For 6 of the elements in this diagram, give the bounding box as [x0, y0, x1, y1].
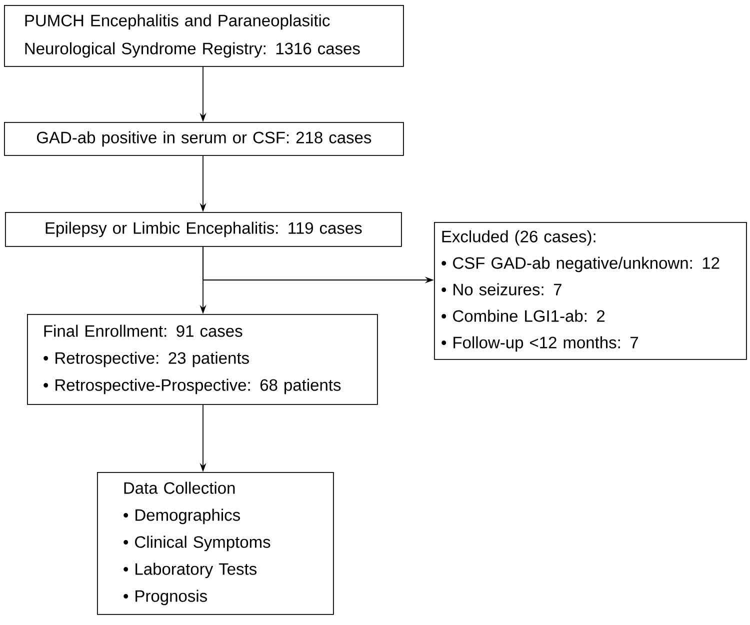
process-box: Data Collection • Demographics • Clinical Symptoms • Laboratory Tests • Prognosis — [97, 472, 334, 615]
process-box: GAD-ab positive in serum or CSF: 218 cases — [4, 122, 404, 156]
process-box: Epilepsy or Limbic Encephalitis: 119 cases — [5, 212, 402, 247]
process-box: Excluded (26 cases): • CSF GAD-ab negative/unknown: 12 • No seizures: 7 • Combine LGI1-ab: 2 • Follow-up <12 months: 7 — [434, 222, 747, 360]
process-box: Final Enrollment: 91 cases • Retrospective: 23 patients • Retrospective-Prospective: 68 patients — [27, 314, 378, 405]
process-box: PUMCH Encephalitis and Paraneoplasitic Neurological Syndrome Registry: 1316 cases — [4, 5, 404, 67]
